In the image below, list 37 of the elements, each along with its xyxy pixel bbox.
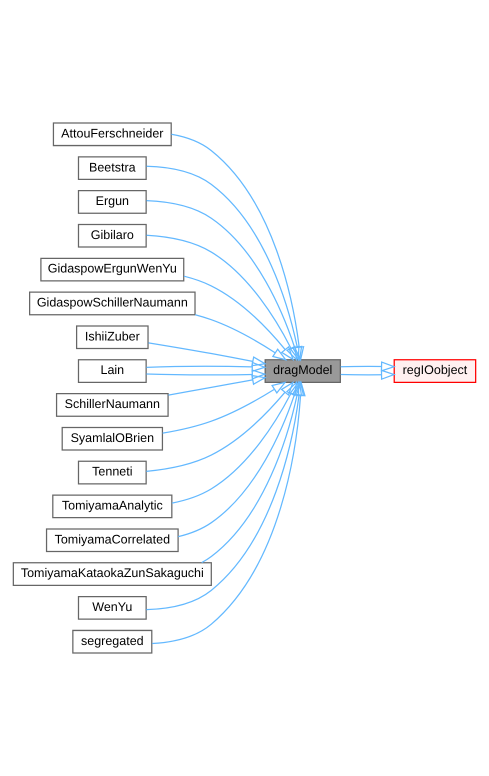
arrow bbox=[195, 314, 288, 361]
node-box: SchillerNaumann bbox=[56, 393, 169, 417]
arrow bbox=[340, 370, 396, 380]
node-box: segregated bbox=[72, 630, 152, 654]
node-box: TomiyamaKataokaZunSakaguchi bbox=[12, 562, 212, 586]
arrow bbox=[184, 276, 294, 361]
node-box: GidaspowErgunWenYu bbox=[40, 258, 184, 282]
node-box: Gibilaro bbox=[78, 224, 147, 248]
node-box: AttouFerschneider bbox=[52, 122, 172, 146]
node-box: Ergun bbox=[78, 190, 147, 214]
arrow bbox=[146, 369, 267, 380]
node-box: regIOobject bbox=[394, 359, 476, 383]
arrow bbox=[146, 200, 300, 362]
node-box: Beetstra bbox=[78, 156, 147, 180]
arrow bbox=[146, 166, 302, 362]
node-box: IshiiZuber bbox=[76, 325, 149, 350]
arrow bbox=[148, 342, 267, 366]
arrow bbox=[146, 380, 304, 610]
node-box: TomiyamaAnalytic bbox=[52, 494, 172, 518]
node-box: WenYu bbox=[78, 596, 147, 620]
arrow bbox=[162, 381, 287, 434]
node-box: SyamlalOBrien bbox=[62, 426, 164, 451]
arrow bbox=[201, 380, 302, 564]
arrow bbox=[172, 380, 298, 504]
arrow bbox=[171, 134, 304, 362]
arrow bbox=[146, 234, 298, 362]
node-box: Lain bbox=[78, 359, 147, 383]
arrow bbox=[146, 362, 267, 372]
arrow bbox=[178, 380, 300, 538]
node-box: TomiyamaCorrelated bbox=[46, 528, 179, 552]
node-box: dragModel bbox=[264, 359, 341, 383]
arrow bbox=[146, 381, 294, 472]
node-box: Tenneti bbox=[78, 460, 147, 484]
arrow bbox=[340, 361, 396, 372]
arrow bbox=[152, 381, 306, 644]
node-box: GidaspowSchillerNaumann bbox=[29, 292, 196, 316]
arrow bbox=[168, 374, 267, 396]
